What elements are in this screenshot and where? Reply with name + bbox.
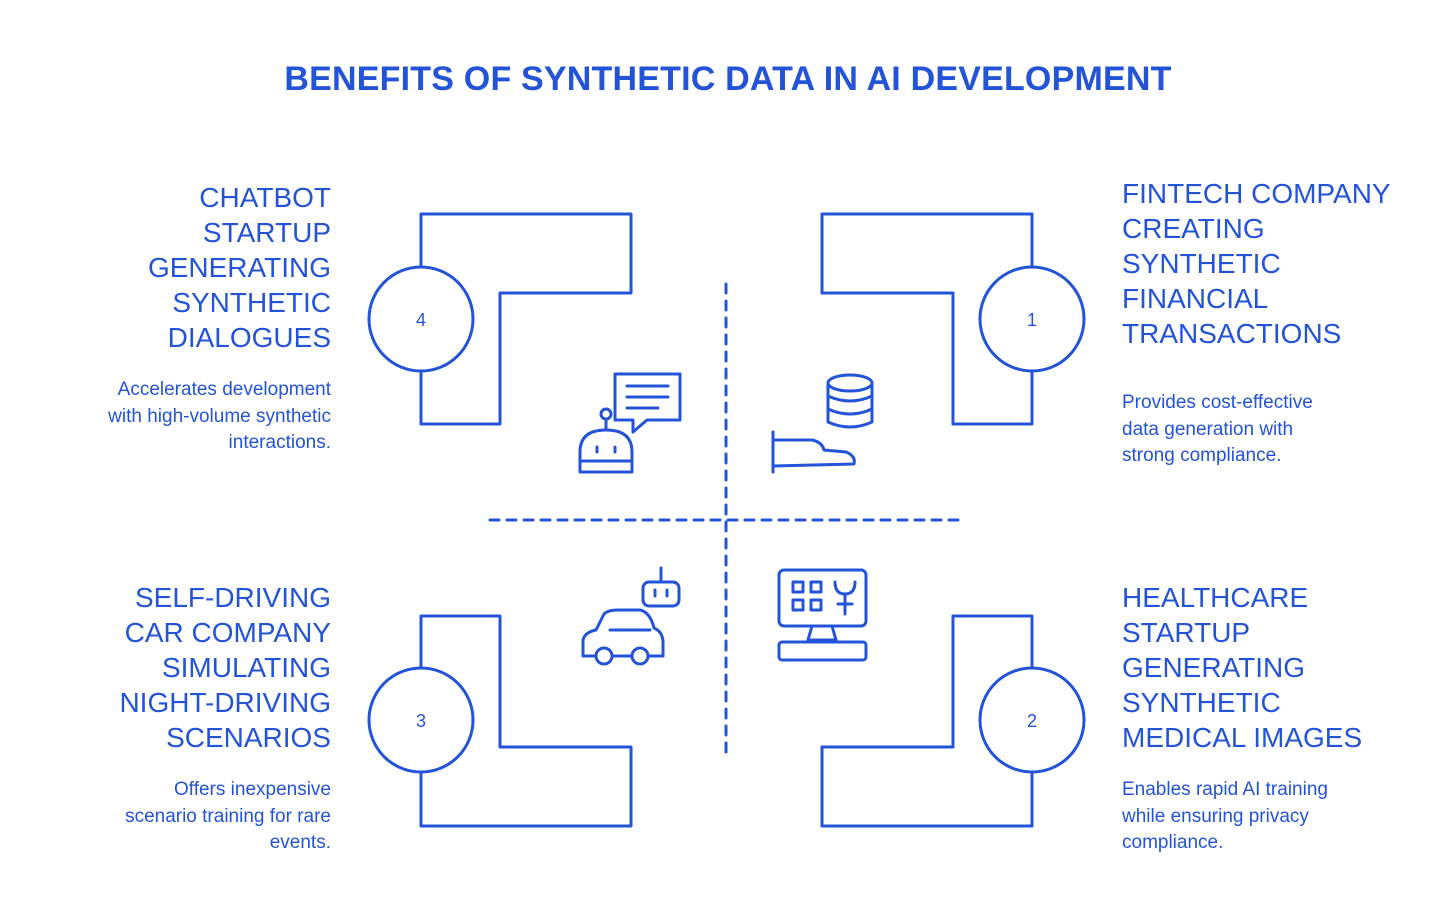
- page-title: BENEFITS OF SYNTHETIC DATA IN AI DEVELOP…: [284, 60, 1172, 98]
- quadrant-2-heading: HEALTHCARE STARTUP GENERATING SYNTHETIC …: [1122, 582, 1363, 753]
- quadrant-3-description: Offers inexpensive scenario training for…: [125, 779, 331, 853]
- quadrant-3-heading: SELF-DRIVING CAR COMPANY SIMULATING NIGH…: [119, 582, 331, 753]
- number-circle-3: [367, 666, 475, 774]
- l-shape-1: [820, 212, 1034, 426]
- quadrant-4-description: Accelerates development with high-volume…: [108, 379, 331, 453]
- number-1: 1: [1027, 310, 1037, 330]
- number-2: 2: [1027, 711, 1037, 731]
- l-shape-4: [419, 212, 633, 426]
- l-shape-3: [419, 614, 633, 828]
- number-circle-1: [978, 265, 1086, 373]
- robot-car-icon: [581, 566, 681, 666]
- quadrant-1-heading: FINTECH COMPANY CREATING SYNTHETIC FINAN…: [1122, 178, 1391, 349]
- robot-chat-icon: [578, 372, 682, 474]
- l-shape-2: [820, 614, 1034, 828]
- database-hand-icon: [771, 373, 874, 474]
- quadrant-1-description: Provides cost-effective data generation …: [1122, 392, 1313, 466]
- number-circle-4: [367, 265, 475, 373]
- number-4: 4: [416, 310, 426, 330]
- medical-monitor-icon: [777, 568, 868, 662]
- quadrant-2-description: Enables rapid AI training while ensuring…: [1122, 779, 1328, 853]
- number-3: 3: [416, 711, 426, 731]
- number-circle-2: [978, 666, 1086, 774]
- quadrant-4-heading: CHATBOT STARTUP GENERATING SYNTHETIC DIA…: [147, 182, 331, 353]
